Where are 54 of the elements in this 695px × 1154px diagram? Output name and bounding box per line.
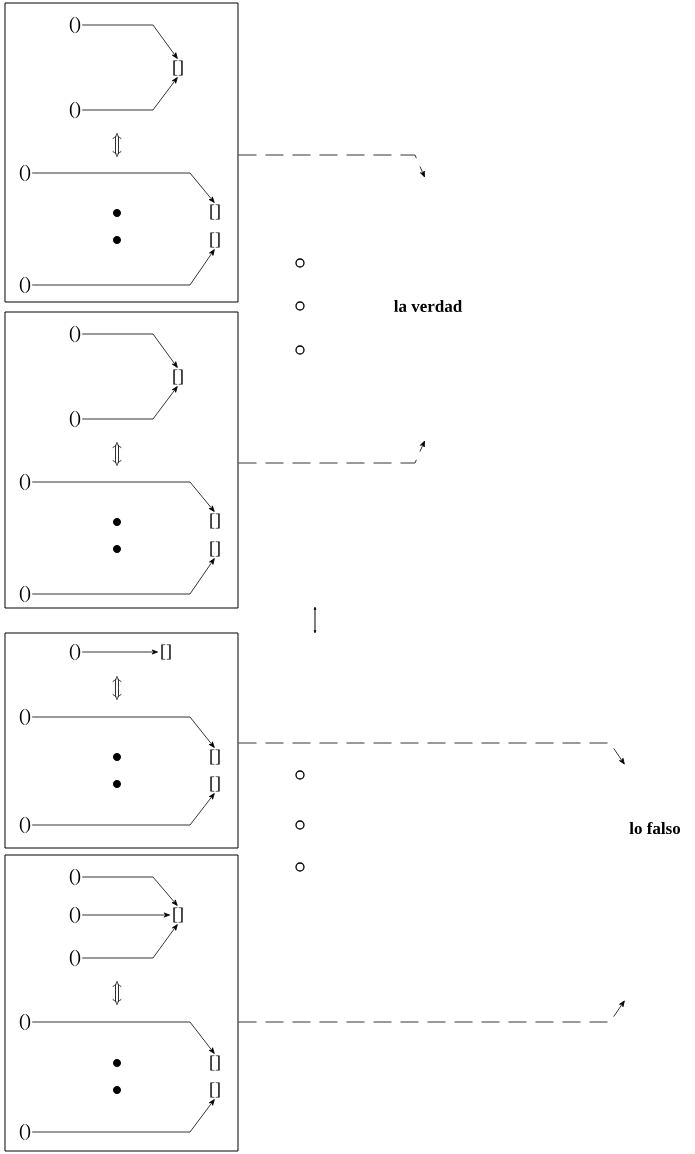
arrow: [31, 793, 215, 826]
symbol-label: (): [19, 1123, 31, 1141]
arrow: [81, 876, 178, 906]
text-label: lo falso: [629, 821, 681, 835]
text-label: la verdad: [394, 300, 463, 312]
symbol-label: (): [69, 16, 81, 34]
panel-box: [4, 2, 239, 303]
panel-box: [4, 854, 239, 1152]
symbol-label: []: [210, 776, 220, 792]
arrow: [31, 1099, 215, 1133]
arrow: [238, 1000, 625, 1023]
symbol-label: []: [173, 369, 183, 385]
symbol-label: (): [19, 708, 31, 726]
arrow: [31, 249, 215, 286]
arrow: [238, 154, 425, 178]
symbol-label: (): [69, 949, 81, 967]
arrow: [238, 440, 425, 464]
symbol-label: (): [19, 276, 31, 294]
symbol-label: (): [19, 164, 31, 182]
panel-box: [4, 632, 239, 849]
arrow: [31, 558, 215, 595]
arrow: [81, 386, 178, 420]
arrow: [81, 333, 178, 368]
symbol-label: (): [19, 585, 31, 603]
panel-box: [4, 311, 239, 609]
symbol-label: (): [19, 816, 31, 834]
symbol-label: []: [210, 749, 220, 765]
symbol-label: []: [210, 232, 220, 248]
symbol-label: []: [210, 1082, 220, 1098]
symbol-label: (): [69, 325, 81, 343]
arrow: [238, 742, 625, 765]
arrow: [81, 649, 159, 655]
symbol-label: (): [69, 410, 81, 428]
symbol-label: []: [173, 60, 183, 76]
arrow: [81, 912, 171, 918]
symbol-label: (): [69, 906, 81, 924]
arrow: [81, 924, 178, 959]
arrow: [81, 77, 178, 111]
arrow: [31, 481, 215, 512]
symbol-label: []: [210, 204, 220, 220]
symbol-label: (): [19, 473, 31, 491]
symbol-label: []: [210, 1055, 220, 1071]
symbol-label: []: [210, 541, 220, 557]
symbol-label: []: [173, 907, 183, 923]
symbol-label: (): [19, 1013, 31, 1031]
symbol-label: []: [210, 513, 220, 529]
arrow: [81, 24, 178, 59]
symbol-label: []: [161, 644, 171, 660]
symbol-label: (): [69, 643, 81, 661]
symbol-label: (): [69, 101, 81, 119]
arrow: [31, 1021, 215, 1054]
arrow: [31, 172, 215, 203]
symbol-label: (): [69, 868, 81, 886]
arrow: [31, 716, 215, 748]
